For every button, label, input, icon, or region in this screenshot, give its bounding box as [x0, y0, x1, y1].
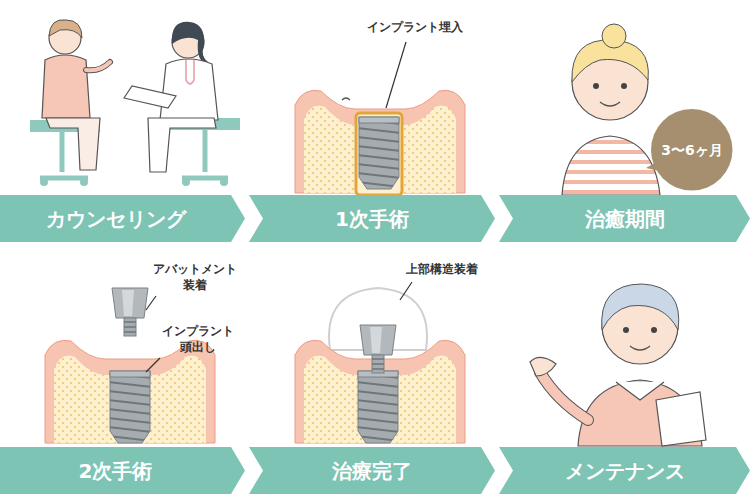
period-badge: 3〜6ヶ月: [651, 109, 732, 190]
patient-figure: [562, 24, 664, 195]
step-label: 治癒期間: [585, 209, 665, 229]
step-band: カウンセリング: [0, 195, 245, 242]
step-label: カウンセリング: [46, 209, 186, 229]
step-band: 治癒期間: [499, 195, 750, 242]
step-band: 治療完了: [249, 447, 495, 494]
step-band: 2次手術: [0, 447, 245, 494]
staff-figure: [530, 284, 706, 446]
part-label: インプラント 頭出し: [150, 324, 246, 355]
part-label: 上部構造装着: [392, 262, 492, 278]
step-label: 治療完了: [332, 461, 412, 481]
part-label: インプラント埋入: [360, 20, 470, 36]
step-band: 1次手術: [249, 195, 495, 242]
leader-line: [400, 282, 412, 300]
part-label: アバットメント 装着: [140, 262, 250, 293]
counseling-figure: [30, 20, 240, 186]
step-label: 2次手術: [79, 461, 153, 481]
step-band: メンテナンス: [499, 447, 750, 494]
leader-line: [146, 296, 156, 310]
leader-line: [146, 358, 160, 372]
leader-line: [386, 42, 406, 108]
step-label: 1次手術: [335, 209, 409, 229]
step-label: メンテナンス: [565, 461, 685, 481]
period-text: 3〜6ヶ月: [661, 143, 722, 157]
